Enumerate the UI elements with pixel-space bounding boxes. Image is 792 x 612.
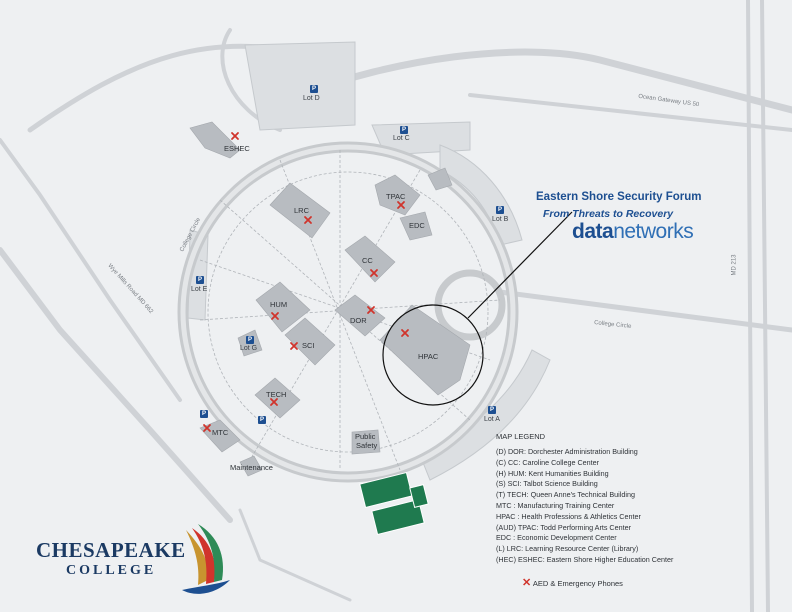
forum-title: Eastern Shore Security Forum — [536, 191, 702, 203]
building-label-public-safety-1: Public — [355, 432, 376, 441]
forum-subtitle: From Threats to Recovery — [543, 208, 674, 220]
building-label-hpac: HPAC — [418, 352, 439, 361]
legend-item: HPAC : Health Professions & Athletics Ce… — [496, 511, 641, 521]
parking-icon: P — [200, 410, 208, 418]
legend-item: EDC : Economic Development Center — [496, 533, 617, 543]
parking-icon: P — [400, 126, 408, 134]
lot-label-e: Lot E — [191, 286, 208, 293]
legend-heading: MAP LEGEND — [496, 432, 546, 441]
legend-item: (D) DOR: Dorchester Administration Build… — [496, 447, 638, 456]
lot-label-d: Lot D — [303, 95, 320, 102]
lot-label-a: Lot A — [484, 416, 500, 423]
lot-label-b: Lot B — [492, 216, 509, 223]
hpac-callout — [382, 211, 573, 406]
tennis-courts — [359, 471, 429, 536]
legend-item: (H) HUM: Kent Humanities Building — [496, 468, 609, 478]
building-label-tpac: TPAC — [386, 192, 406, 201]
logo-line-1: CHESAPEAKE — [36, 538, 186, 562]
building-label-public-safety-2: Safety — [356, 441, 378, 450]
legend-item: (S) SCI: Talbot Science Building — [496, 479, 598, 489]
legend-item: (C) CC: Caroline College Center — [496, 457, 600, 467]
building-label-hum: HUM — [270, 300, 288, 309]
lot-label-g: Lot G — [240, 345, 258, 352]
buildings — [189, 121, 471, 477]
map-legend: MAP LEGEND (D) DOR: Dorchester Administr… — [496, 432, 756, 566]
logo-sail-icon — [182, 524, 230, 594]
legend-item: (AUD) TPAC: Todd Performing Arts Center — [496, 522, 632, 532]
brand-light: networks — [613, 220, 694, 243]
parking-lots — [187, 41, 551, 481]
datanetworks-logo: datanetworks — [572, 220, 694, 244]
building-label-sci: SCI — [302, 341, 315, 350]
logo-line-2: COLLEGE — [66, 563, 157, 578]
lot-label-c: Lot C — [393, 135, 410, 142]
building-label-cc: CC — [362, 256, 373, 265]
building-label-mtc: MTC — [212, 428, 229, 437]
parking-icon: P — [496, 206, 504, 214]
building-label-maintenance: Maintenance — [230, 463, 273, 472]
parking-icon: P — [246, 336, 254, 344]
building-label-edc: EDC — [409, 221, 425, 230]
legend-item: (L) LRC: Learning Resource Center (Libra… — [496, 544, 639, 554]
legend-item: MTC : Manufacturing Training Center — [496, 500, 615, 510]
parking-icon: P — [196, 276, 204, 284]
building-label-tech: TECH — [266, 390, 287, 399]
aed-markers — [203, 132, 409, 432]
legend-item: (T) TECH: Queen Anne's Technical Buildin… — [496, 490, 635, 500]
brand-bold: data — [572, 220, 614, 243]
building-label-lrc: LRC — [294, 206, 310, 215]
parking-icon: P — [310, 85, 318, 93]
parking-icon: P — [488, 406, 496, 414]
aed-icon: ✕ — [522, 577, 532, 589]
road-label-md213: MD 213 — [731, 254, 738, 276]
legend-item: (HEC) ESHEC: Eastern Shore Higher Educat… — [496, 554, 674, 564]
legend-aed: ✕ AED & Emergency Phones — [522, 576, 623, 589]
legend-aed-label: AED & Emergency Phones — [532, 579, 623, 588]
parking-icon: P — [258, 416, 266, 424]
building-label-eshec: ESHEC — [224, 144, 250, 153]
building-label-dor: DOR — [350, 316, 367, 325]
